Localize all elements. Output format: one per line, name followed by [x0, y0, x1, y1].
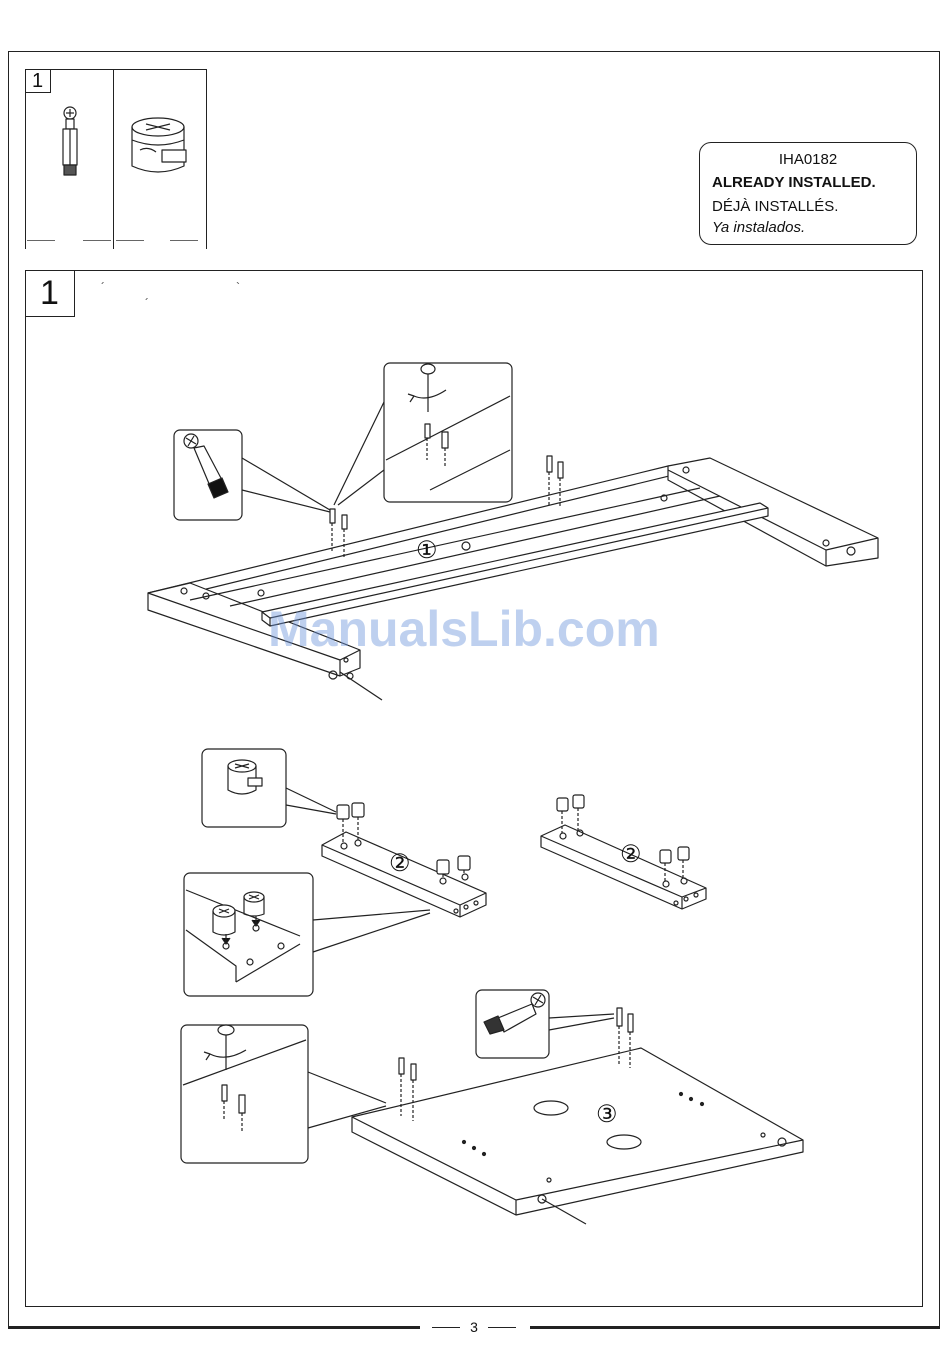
callout-screwdriver-2 [181, 1025, 386, 1163]
callout-cam-bolt [174, 430, 330, 520]
panel-3-label: ③ [596, 1100, 618, 1129]
page-number-rule-right [488, 1327, 516, 1328]
cam-lock-icon [132, 118, 186, 172]
callout-cam-insert [184, 873, 430, 996]
cam-bolt-icon [63, 107, 77, 175]
page-number: 3 [460, 1319, 488, 1335]
panel-2-label: ② [389, 849, 411, 878]
callout-screwdriver [334, 363, 512, 505]
board-panel-3 [352, 1008, 803, 1224]
page-number-rule-left [432, 1327, 460, 1328]
callout-dowel-bolt [476, 990, 614, 1058]
watermark: ManualsLib.com [268, 600, 660, 658]
panel-2-label: ② [620, 840, 642, 869]
panel-1-label: ① [416, 536, 438, 565]
frame-panel-1 [148, 456, 878, 700]
callout-cam-lock [202, 749, 336, 827]
